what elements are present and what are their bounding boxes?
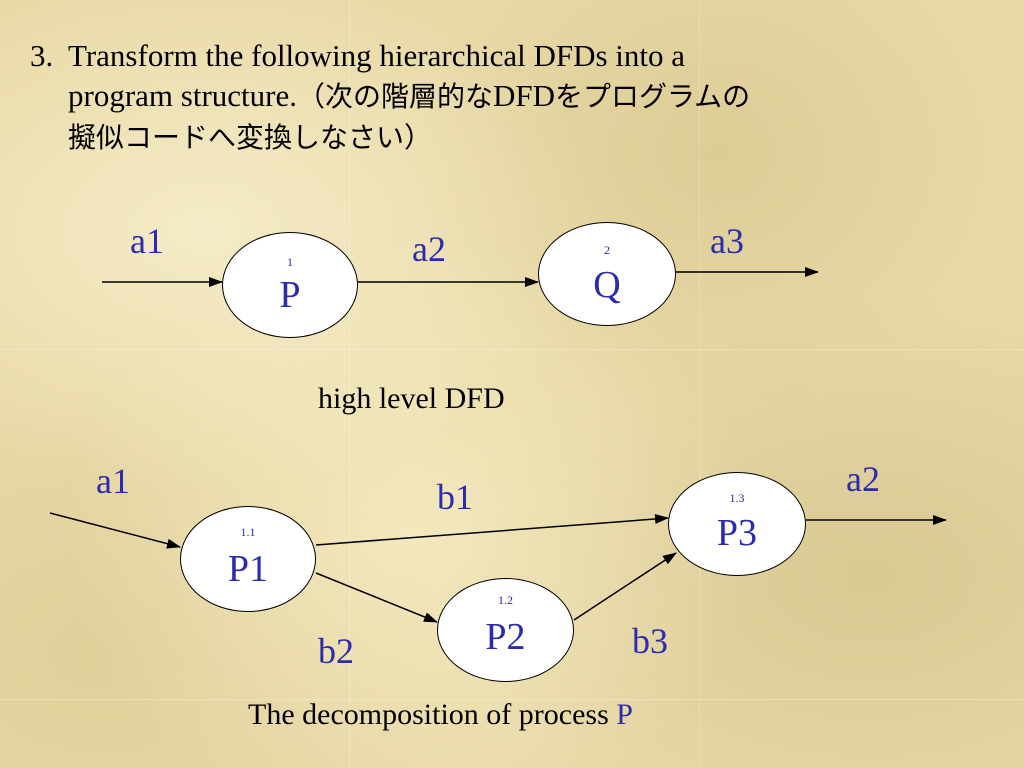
- caption-process-name: P: [616, 698, 633, 731]
- title-line-2-en: program structure.: [68, 78, 297, 113]
- process-id: 1.2: [498, 593, 513, 607]
- process-id: 2: [604, 243, 610, 257]
- process-p: 1 P: [222, 232, 358, 338]
- flow-a1-low: [49, 512, 181, 549]
- title-line-2-dfd: DFD: [493, 78, 556, 113]
- decomposition-caption: The decomposition of process P: [248, 698, 633, 732]
- flow-label-b2: b2: [318, 631, 354, 671]
- process-name: P2: [485, 616, 526, 658]
- background-seam: [0, 349, 1024, 350]
- process-p3: 1.3 P3: [668, 472, 806, 576]
- flow-b2: [315, 572, 438, 623]
- title-line-2-jp-b: をプログラムの: [555, 80, 751, 113]
- title-line-1: Transform the following hierarchical DFD…: [68, 38, 686, 73]
- flow-label-a1: a1: [96, 461, 130, 501]
- process-name: P3: [716, 512, 758, 554]
- flow-b3: [573, 552, 677, 621]
- flow-label-a2: a2: [412, 229, 446, 269]
- flow-label-a2: a2: [846, 459, 880, 499]
- process-p2: 1.2 P2: [437, 578, 574, 682]
- title-line-2-jp-a: （次の階層的な: [296, 80, 493, 113]
- background-seam: [699, 0, 700, 768]
- caption-text: The decomposition of process: [248, 698, 617, 731]
- flow-label-b3: b3: [632, 621, 668, 661]
- process-id: 1.1: [240, 525, 256, 539]
- flow-label-a1: a1: [130, 221, 164, 261]
- background-seam: [0, 699, 1024, 700]
- flow-label-a3: a3: [710, 221, 744, 261]
- process-name: Q: [593, 264, 621, 306]
- process-id: 1: [287, 255, 293, 269]
- title-line-3-jp: 擬似コードへ変換しなさい）: [68, 121, 433, 154]
- process-name: P: [279, 274, 301, 316]
- high-level-caption: high level DFD: [318, 382, 505, 415]
- flow-label-b1: b1: [437, 477, 473, 517]
- flow-b1: [315, 514, 669, 546]
- process-p1: 1.1 P1: [180, 506, 316, 612]
- background-seam: [349, 0, 350, 768]
- process-id: 1.3: [729, 491, 745, 505]
- process-q: 2 Q: [538, 222, 676, 326]
- item-number: 3.: [30, 38, 54, 73]
- slide-title: 3. Transform the following hierarchical D…: [30, 36, 990, 158]
- process-name: P1: [227, 548, 269, 590]
